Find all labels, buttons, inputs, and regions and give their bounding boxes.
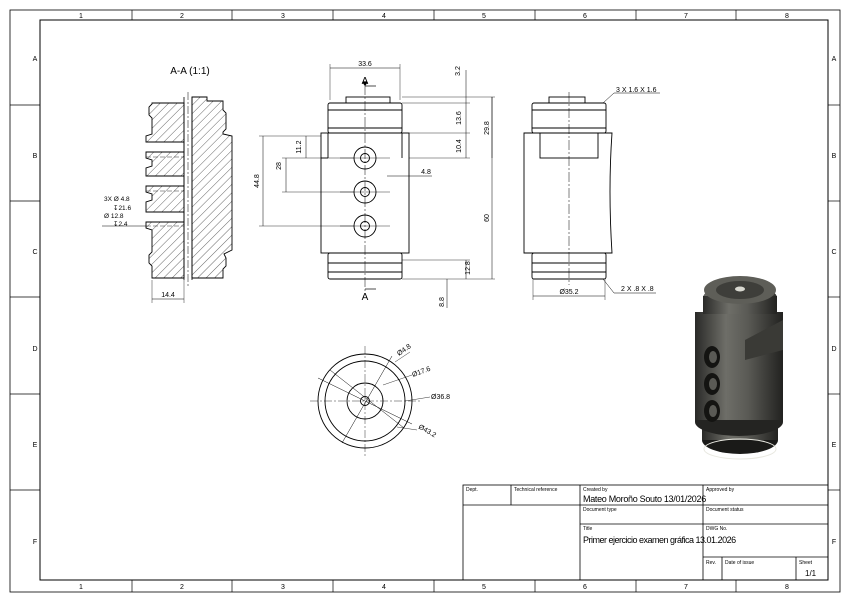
tech-ref-label: Technical reference xyxy=(514,487,558,493)
dim-28: 28 xyxy=(276,162,283,170)
dim-29-8: 29.8 xyxy=(484,121,491,135)
title-value: Primer ejercicio examen gráfica 13.01.20… xyxy=(583,535,736,545)
row-label-a: A xyxy=(33,56,38,63)
col-label-6: 6 xyxy=(583,13,587,20)
col-label-6-bottom: 6 xyxy=(583,584,587,591)
dim-44-8: 44.8 xyxy=(254,174,261,188)
dim-dia-43-2: Ø43.2 xyxy=(417,424,437,440)
doc-type-label: Document type xyxy=(583,507,617,513)
dim-8-8: 8.8 xyxy=(439,297,446,307)
doc-status-label: Document status xyxy=(706,507,744,513)
created-by-label: Created by xyxy=(583,487,608,493)
row-label-d: D xyxy=(32,346,37,353)
dim-12-8: 12.8 xyxy=(465,261,472,275)
approved-by-label: Approved by xyxy=(706,487,735,493)
dim-dia-17-6: Ø17.6 xyxy=(411,366,431,379)
col-label-7: 7 xyxy=(684,13,688,20)
row-label-a-right: A xyxy=(832,56,837,63)
dim-60: 60 xyxy=(484,214,491,222)
dim-33-6: 33.6 xyxy=(358,61,372,68)
row-label-c: C xyxy=(32,249,37,256)
col-label-2: 2 xyxy=(180,13,184,20)
dim-dia-35-2: Ø35.2 xyxy=(559,289,578,296)
end-view: Ø4.8 Ø17.6 Ø36.8 Ø43.2 xyxy=(310,343,450,456)
dept-label: Dept. xyxy=(466,487,478,493)
sheet-value: 1/1 xyxy=(805,569,817,578)
col-label-2-bottom: 2 xyxy=(180,584,184,591)
hole-callout-cbore-depth: ↧2.4 xyxy=(113,220,128,228)
chamfer-top-callout: 3 X 1.6 X 1.6 xyxy=(616,87,657,94)
col-label-3-bottom: 3 xyxy=(281,584,285,591)
row-label-b-right: B xyxy=(832,153,837,160)
row-label-e-right: E xyxy=(832,442,837,449)
row-label-d-right: D xyxy=(831,346,836,353)
dim-dia-36-8: Ø36.8 xyxy=(431,394,450,401)
dim-4-8: 4.8 xyxy=(421,169,431,176)
row-label-e: E xyxy=(33,442,38,449)
hole-callout-count: 3X Ø 4.8 xyxy=(104,196,130,203)
side-view: 3 X 1.6 X 1.6 2 X .8 X .8 Ø35.2 xyxy=(523,87,660,300)
row-label-f: F xyxy=(33,539,37,546)
frame: 1 2 3 4 5 6 7 8 1 2 3 4 5 6 7 8 A B C D … xyxy=(9,9,841,593)
dim-10-4: 10.4 xyxy=(456,139,463,153)
col-label-1: 1 xyxy=(79,13,83,20)
front-view: A A 33.6 3.2 13.6 29.8 10.4 60 12.8 8.8 xyxy=(254,61,495,308)
row-label-c-right: C xyxy=(831,249,836,256)
rev-label: Rev. xyxy=(706,560,716,566)
col-label-8: 8 xyxy=(785,13,789,20)
dim-3-2: 3.2 xyxy=(455,66,462,76)
row-label-f-right: F xyxy=(832,539,836,546)
dim-14-4: 14.4 xyxy=(161,292,175,299)
col-label-3: 3 xyxy=(281,13,285,20)
hole-callout-cbore: Ø 12.8 xyxy=(104,213,124,220)
section-view: A-A (1:1) 14.4 3X Ø 4.8 ↧21.6 Ø 12.8 ↧2.… xyxy=(102,66,233,303)
col-label-4-bottom: 4 xyxy=(382,584,386,591)
col-label-1-bottom: 1 xyxy=(79,584,83,591)
sheet-label: Sheet xyxy=(799,560,813,566)
title-label: Title xyxy=(583,526,593,532)
col-label-7-bottom: 7 xyxy=(684,584,688,591)
col-label-4: 4 xyxy=(382,13,386,20)
isometric-render xyxy=(695,276,783,460)
dim-dia-4-8: Ø4.8 xyxy=(396,343,413,357)
row-label-b: B xyxy=(33,153,38,160)
section-view-label: A-A (1:1) xyxy=(170,66,209,77)
col-label-5: 5 xyxy=(482,13,486,20)
dim-13-6: 13.6 xyxy=(456,111,463,125)
cut-letter-top: A xyxy=(362,76,369,87)
date-of-issue-label: Date of issue xyxy=(725,560,755,566)
created-by-value: Mateo Moroño Souto 13/01/2026 xyxy=(583,494,706,504)
cut-letter-bottom: A xyxy=(362,292,369,303)
dim-11-2: 11.2 xyxy=(296,140,303,153)
title-block xyxy=(462,484,829,581)
col-label-8-bottom: 8 xyxy=(785,584,789,591)
dwg-no-label: DWG No. xyxy=(706,526,728,532)
col-label-5-bottom: 5 xyxy=(482,584,486,591)
hole-callout-depth: ↧21.6 xyxy=(113,204,131,212)
chamfer-bottom-callout: 2 X .8 X .8 xyxy=(621,286,654,293)
